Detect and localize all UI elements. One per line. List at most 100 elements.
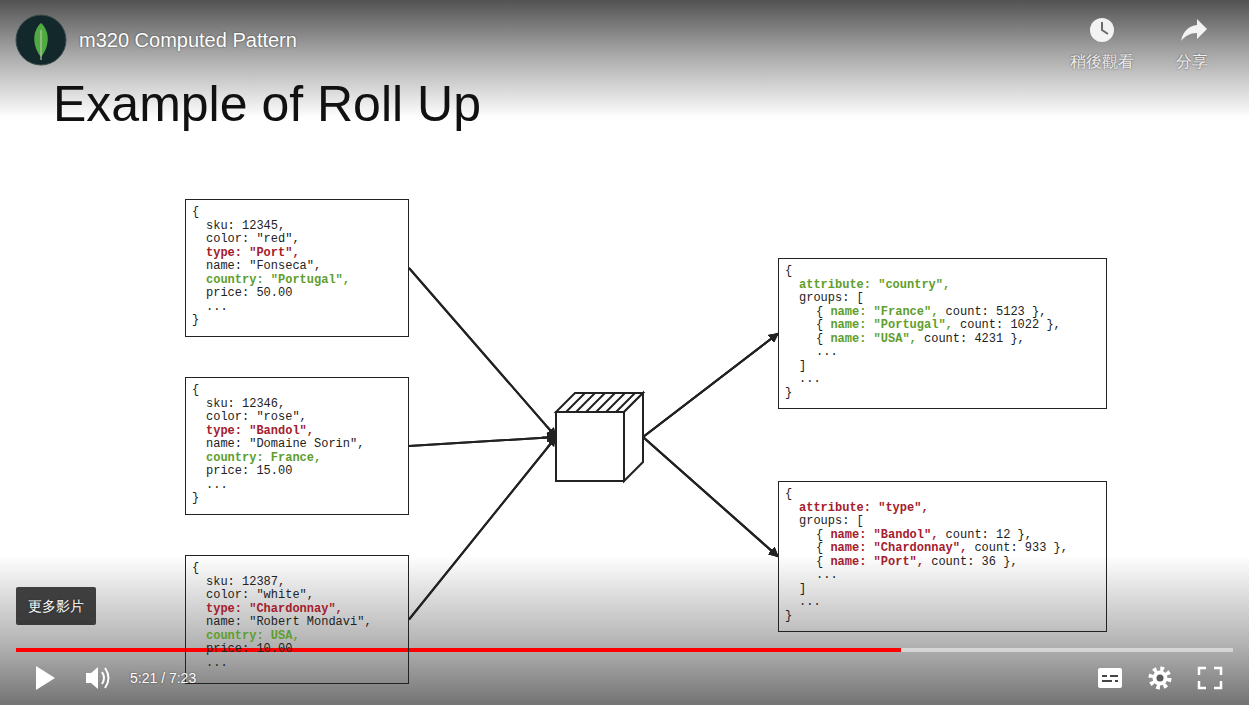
code-line: {name: "Port",count: 36 }, xyxy=(785,556,1068,570)
code-text: { xyxy=(816,332,823,346)
code-line: sku: 12387, xyxy=(192,576,372,590)
speaker xyxy=(86,667,98,689)
clock-hands xyxy=(1102,22,1108,34)
code-text: } xyxy=(785,609,792,623)
cube-hatching xyxy=(566,393,635,412)
code-text: count: 36 }, xyxy=(931,555,1017,569)
code-line: type: "Bandol", xyxy=(192,425,364,439)
code-text: price: 50.00 xyxy=(206,286,292,300)
code-line: } xyxy=(192,492,364,506)
code-text: count: 5123 }, xyxy=(946,305,1047,319)
code-line: color: "rose", xyxy=(192,411,364,425)
code-text: type: "Chardonnay", xyxy=(206,602,343,616)
code-text: name: "France", xyxy=(830,305,938,319)
code-line: type: "Port", xyxy=(192,247,350,261)
code-line: groups: [ xyxy=(785,292,1061,306)
json-text: { attribute: "type",groups: [{name: "Band… xyxy=(779,482,1076,627)
code-line: attribute: "type", xyxy=(785,502,1068,516)
code-line: attribute: "country", xyxy=(785,279,1061,293)
clock-face xyxy=(1090,18,1114,42)
code-text: { xyxy=(816,305,823,319)
code-text: { xyxy=(785,487,792,501)
code-text: { xyxy=(816,318,823,332)
code-text: { xyxy=(785,264,792,278)
code-line: price: 10.00 xyxy=(192,643,372,657)
code-line: color: "red", xyxy=(192,233,350,247)
code-line: ... xyxy=(785,569,1068,583)
code-text: { xyxy=(816,528,823,542)
gear-body xyxy=(1153,671,1168,686)
code-text: count: 4231 }, xyxy=(924,332,1025,346)
code-text: groups: [ xyxy=(799,291,864,305)
code-line: ... xyxy=(192,479,364,493)
code-line: } xyxy=(192,314,350,328)
code-text: attribute: "type", xyxy=(799,501,929,515)
json-document-box: { attribute: "type",groups: [{name: "Band… xyxy=(778,481,1107,632)
flow-arrow xyxy=(409,334,778,620)
code-text: } xyxy=(785,386,792,400)
json-text: {sku: 12346,color: "rose",type: "Bandol"… xyxy=(186,378,372,510)
arrowhead xyxy=(547,437,556,448)
play-icon xyxy=(36,666,55,690)
code-line: } xyxy=(785,610,1068,624)
code-text: price: 15.00 xyxy=(206,464,292,478)
arrowhead xyxy=(547,426,556,437)
code-line: country: USA, xyxy=(192,630,372,644)
more-videos-button: 更多影片 xyxy=(16,587,96,625)
video-title: m320 Computed Pattern xyxy=(79,27,297,53)
share-icon xyxy=(1181,19,1207,41)
code-line: ... xyxy=(785,373,1061,387)
code-text: } xyxy=(192,491,199,505)
json-text: {sku: 12345,color: "red",type: "Port",na… xyxy=(186,200,358,332)
code-line: { name: "France", count: 5123 }, xyxy=(785,306,1061,320)
code-text: groups: [ xyxy=(799,514,864,528)
code-text: sku: 12346, xyxy=(206,397,285,411)
code-text: sku: 12387, xyxy=(206,575,285,589)
code-text: name: "Portugal", xyxy=(830,318,952,332)
code-text: count: 12 }, xyxy=(946,528,1032,542)
code-text: type: "Bandol", xyxy=(206,424,314,438)
json-document-box: {sku: 12387,color: "white",type: "Chardo… xyxy=(185,555,409,684)
code-line: ... xyxy=(785,596,1068,610)
gear-teeth xyxy=(1151,669,1169,687)
code-text: ... xyxy=(206,478,228,492)
code-text: color: "red", xyxy=(206,232,300,246)
code-line: ... xyxy=(785,346,1061,360)
subtitles-frame xyxy=(1098,668,1122,688)
code-line: { xyxy=(785,488,1068,502)
code-line: ... xyxy=(192,657,372,671)
code-text: count: 933 }, xyxy=(974,541,1068,555)
progress-track xyxy=(16,648,1233,652)
code-text: country: France, xyxy=(206,451,321,465)
code-text: ... xyxy=(816,568,838,582)
code-line: country: "Portugal", xyxy=(192,274,350,288)
sound-waves xyxy=(102,668,109,688)
watch-later-icon xyxy=(1090,18,1114,42)
code-text: ... xyxy=(816,345,838,359)
code-line: } xyxy=(785,387,1061,401)
code-line: price: 15.00 xyxy=(192,465,364,479)
progress-played xyxy=(16,648,901,652)
subtitles-icon xyxy=(1098,668,1122,688)
logo-stem xyxy=(40,30,41,60)
json-document-box: {sku: 12346,color: "rose",type: "Bandol"… xyxy=(185,377,409,515)
code-text: name: "USA", xyxy=(830,332,916,346)
code-line: country: France, xyxy=(192,452,364,466)
code-text: name: "Port", xyxy=(830,555,924,569)
logo-disc xyxy=(16,15,66,65)
fullscreen-icon xyxy=(1199,668,1221,688)
code-line: {name: "Chardonnay",count: 933 }, xyxy=(785,542,1068,556)
code-text: country: "Portugal", xyxy=(206,273,350,287)
cube-side xyxy=(624,393,643,481)
code-line: name: "Domaine Sorin", xyxy=(192,438,364,452)
code-line: type: "Chardonnay", xyxy=(192,603,372,617)
code-line: color: "white", xyxy=(192,589,372,603)
code-line: { xyxy=(192,206,350,220)
code-text: sku: 12345, xyxy=(206,219,285,233)
code-line: {name: "Bandol",count: 12 }, xyxy=(785,529,1068,543)
volume-icon xyxy=(86,667,109,689)
code-line: name: "Robert Mondavi", xyxy=(192,616,372,630)
code-text: attribute: "country", xyxy=(799,278,950,292)
code-text: name: "Chardonnay", xyxy=(830,541,967,555)
